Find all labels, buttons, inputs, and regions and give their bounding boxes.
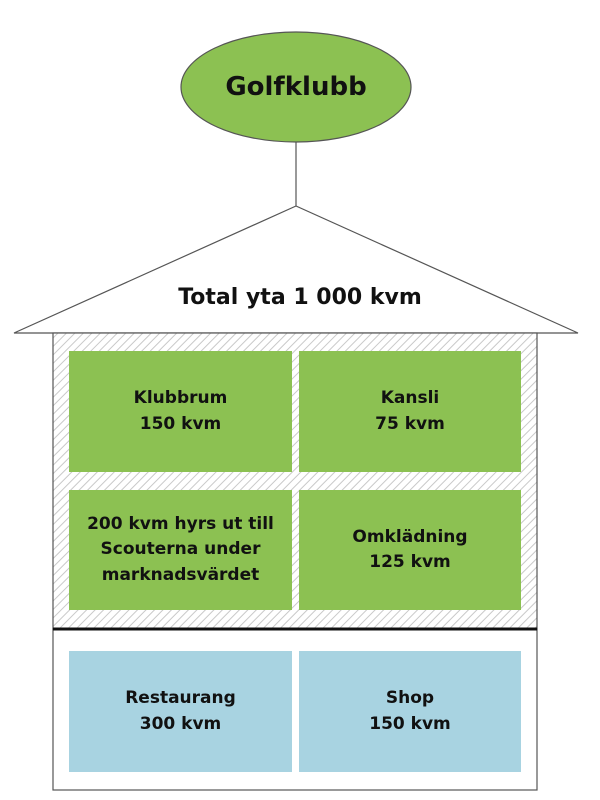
club-ellipse	[180, 31, 412, 143]
room-klubbrum: Klubbrum 150 kvm	[69, 351, 292, 472]
club-title: Golfklubb	[225, 72, 367, 102]
room-omkladning: Omklädning 125 kvm	[299, 490, 521, 610]
total-area-label: Total yta 1 000 kvm	[178, 285, 422, 310]
room-restaurang: Restaurang 300 kvm	[69, 651, 292, 772]
room-kansli-name: Kansli	[380, 388, 440, 408]
room-shop-area: 150 kvm	[369, 713, 451, 734]
room-scouterna-line-1: 200 kvm hyrs ut till	[87, 513, 274, 534]
room-klubbrum-area: 150 kvm	[139, 413, 222, 434]
room-omkladning-name: Omklädning	[352, 526, 468, 547]
room-scouterna-line-3: marknadsvärdet	[101, 564, 260, 585]
room-klubbrum-name: Klubbrum	[133, 388, 228, 408]
room-scouterna-line-2: Scouterna under	[100, 539, 261, 560]
room-shop-name: Shop	[385, 688, 435, 708]
room-omkladning-area: 125 kvm	[369, 552, 451, 572]
room-shop: Shop 150 kvm	[299, 651, 521, 772]
room-restaurang-name: Restaurang	[125, 688, 236, 708]
room-kansli-area: 75 kvm	[375, 413, 445, 434]
room-scouterna: 200 kvm hyrs ut till Scouterna under mar…	[69, 490, 292, 610]
room-restaurang-area: 300 kvm	[139, 713, 222, 734]
house-roof	[13, 205, 579, 334]
room-kansli: Kansli 75 kvm	[299, 351, 521, 472]
